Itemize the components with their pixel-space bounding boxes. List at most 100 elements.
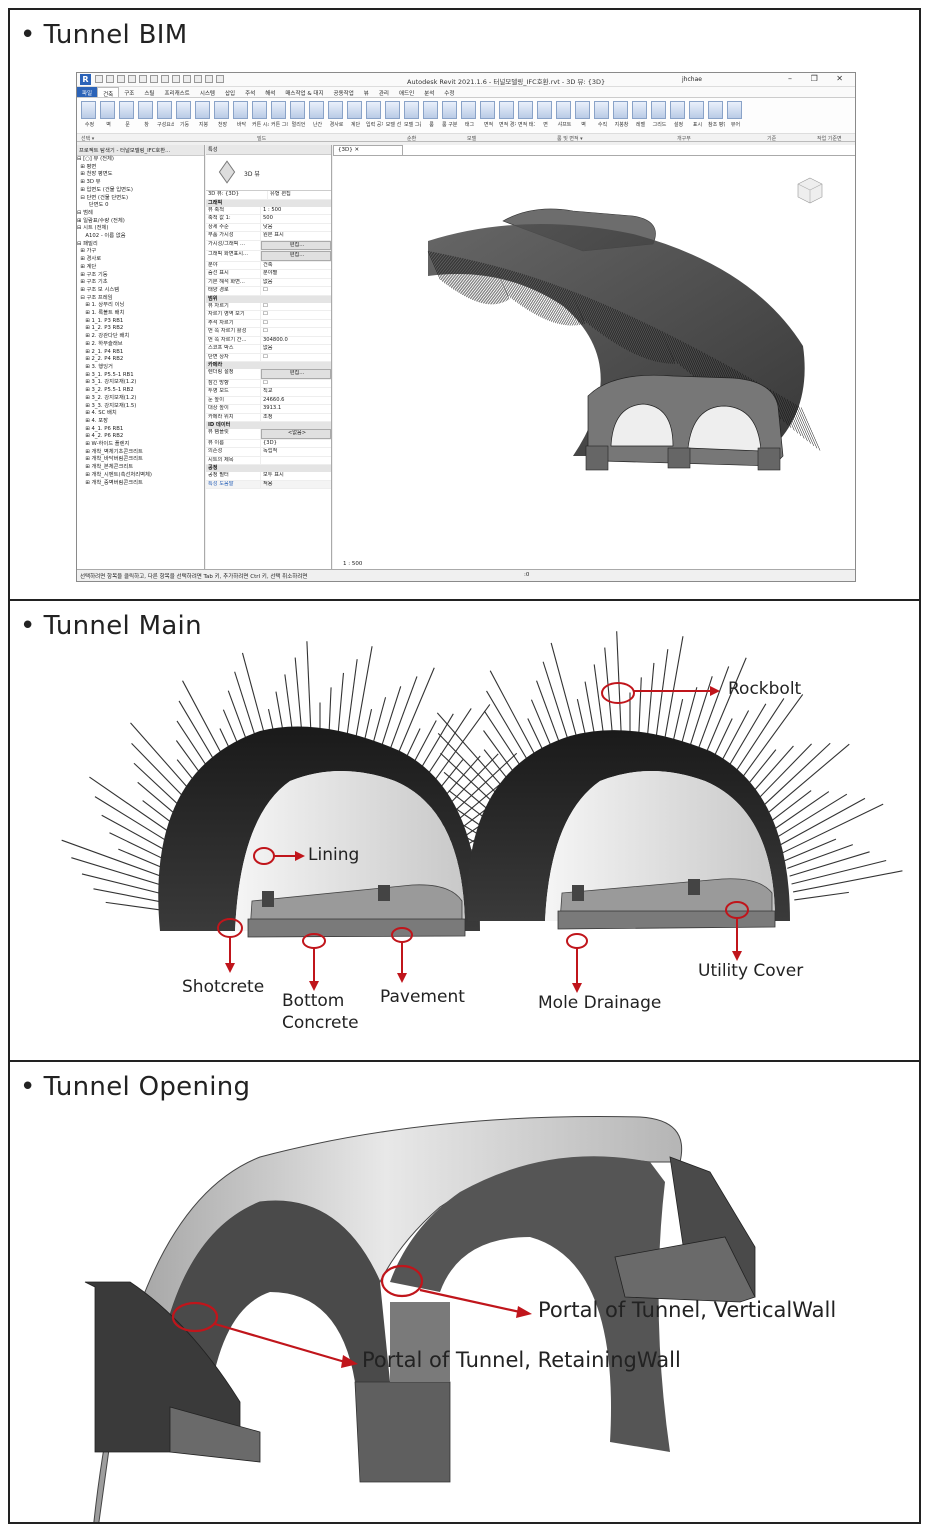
browser-node[interactable]: ⊞ 경사로 [77,256,102,263]
viewcube-icon[interactable] [795,175,825,205]
property-value[interactable]: ☐ [263,328,268,334]
view-scale[interactable]: 1 : 500 [343,561,363,567]
property-value[interactable]: 직교 [263,388,273,394]
ribbon-tool-icon[interactable] [366,101,381,119]
ribbon-tool-icon[interactable] [176,101,191,119]
property-value[interactable]: 낮음 [263,223,273,230]
browser-node[interactable]: ⊞ 3_3. 강지보재(1.5) [77,402,137,409]
ribbon-tool-icon[interactable] [138,101,153,119]
browser-node[interactable]: ⊞ 구조 기둥 [77,271,108,278]
property-section[interactable]: 그래픽 [206,199,331,207]
browser-node[interactable]: ⊞ 4. 포장 [77,417,109,424]
ribbon-tab[interactable]: 공동작업 [333,91,354,97]
property-value[interactable]: ☐ [263,287,268,293]
property-section[interactable]: 카메라 [206,362,331,369]
window-buttons[interactable]: – ❐ ✕ [788,74,851,83]
browser-node[interactable]: ⊟ 시트 (전체) [77,225,109,232]
property-value[interactable]: 304800.0 [263,336,288,343]
ribbon-tool-icon[interactable] [480,101,495,119]
ribbon-tab[interactable]: 시스템 [199,91,215,97]
ribbon-tool-icon[interactable] [404,101,419,119]
save-icon[interactable] [106,75,114,83]
ribbon-tool-icon[interactable] [613,101,628,119]
browser-node[interactable]: ⊞ 천장 평면도 [77,171,113,178]
property-value[interactable]: 없음 [263,278,273,285]
browser-node[interactable]: ⊞ 개착_중벽버림콘크리트 [77,479,143,486]
instance-selector[interactable]: 3D 뷰: {3D} [206,191,268,199]
ribbon-tool-icon[interactable] [309,101,324,119]
browser-node[interactable]: ⊞ 2_2. P4 RB2 [77,356,124,363]
browser-node[interactable]: ⊞ 3_1. 강지보재(1.2) [77,379,137,386]
property-value[interactable]: 편집... [261,251,331,261]
browser-node[interactable]: ⊟ [○] 뷰 (전체) [77,156,114,162]
ribbon-tab[interactable]: 분석 [424,91,435,97]
ribbon-tool-icon[interactable] [119,101,134,119]
browser-node[interactable]: ⊞ 4_2. P6 RB2 [77,433,124,440]
ribbon-tool-icon[interactable] [214,101,229,119]
ribbon-tab[interactable]: 해석 [265,91,276,97]
property-section[interactable]: 범위 [206,295,331,303]
ribbon-tool-icon[interactable] [233,101,248,119]
property-value[interactable]: 24660.6 [263,396,285,403]
browser-node[interactable]: ⊞ 3_1. P5.5-1 RB1 [77,371,134,378]
property-value[interactable]: ☐ [263,353,268,360]
property-value[interactable]: ☐ [263,302,268,309]
ribbon-tool-icon[interactable] [537,101,552,119]
browser-node[interactable]: ⊟ 범례 [77,209,93,216]
3d-view-canvas[interactable]: {3D} ✕ [333,145,855,569]
browser-node[interactable]: A102 - 이름 없음 [77,233,126,240]
ribbon-tool-icon[interactable] [290,101,305,119]
revit-logo-icon[interactable]: R [80,74,91,85]
ribbon-tool-icon[interactable] [461,101,476,119]
ribbon-tab[interactable]: 파일 [77,87,98,97]
browser-node[interactable]: ⊞ 2_1. P4 RB1 [77,348,124,355]
browser-node[interactable]: ⊞ 2. 강관다단 배치 [77,333,130,340]
ribbon-tool-icon[interactable] [252,101,267,119]
thin-lines-icon[interactable] [205,75,213,83]
browser-node[interactable]: ⊞ 일람표/수량 (전체) [77,217,125,224]
view-tab-3d[interactable]: {3D} ✕ [333,145,403,155]
ribbon-tool-icon[interactable] [442,101,457,119]
type-selector[interactable]: 3D 뷰 [206,155,331,191]
browser-node[interactable]: ⊞ 1. 상부리 이닝 [77,302,125,309]
browser-node[interactable]: ⊞ 계단 [77,263,97,270]
ribbon-tool-icon[interactable] [575,101,590,119]
ribbon-tool-icon[interactable] [81,101,96,119]
browser-node[interactable]: ⊞ 평면 [77,163,97,170]
default-3d-icon[interactable] [183,75,191,83]
ribbon-tab[interactable]: 프리캐스트 [164,91,190,97]
close-hidden-icon[interactable] [216,75,224,83]
browser-node[interactable]: ⊞ 입면도 (건물 입면도) [77,186,133,193]
ribbon-tool-icon[interactable] [157,101,172,119]
browser-node[interactable]: ⊞ 4_1. P6 RB1 [77,425,124,432]
browser-node[interactable]: ⊞ 3. 행잉거 [77,363,113,370]
ribbon-tab[interactable]: 애드인 [398,91,415,97]
property-value[interactable]: 3913.1 [263,405,282,411]
ribbon-tool-icon[interactable] [651,101,666,119]
property-value[interactable]: <없음> [261,429,331,439]
ribbon-tool-icon[interactable] [594,101,609,119]
selection-filter[interactable]: :0 [524,572,530,578]
section-icon[interactable] [194,75,202,83]
ribbon-tool-icon[interactable] [632,101,647,119]
ribbon-tab[interactable]: 관리 [378,91,389,97]
print-icon[interactable] [139,75,147,83]
property-value[interactable]: 조정 [263,413,273,420]
ribbon-tab[interactable]: 구조 [124,91,135,97]
browser-node[interactable]: ⊞ 1. 록볼트 배치 [77,310,125,317]
text-icon[interactable] [172,75,180,83]
browser-node[interactable]: ⊞ 3D 뷰 [77,179,101,186]
property-value[interactable]: 모두 표시 [263,472,284,478]
ribbon-tool-icon[interactable] [328,101,343,119]
browser-node[interactable]: ⊞ 개착_본체콘크리트 [77,464,134,471]
property-section[interactable]: 공정 [206,465,331,472]
browser-node[interactable]: ⊞ 가구 [77,248,97,255]
ribbon-tool-icon[interactable] [670,101,685,119]
ribbon-tool-icon[interactable] [385,101,400,119]
property-value[interactable]: 원본 표시 [263,232,284,238]
browser-node[interactable]: ⊞ 구조 보 시스템 [77,286,120,293]
browser-node[interactable]: ⊞ 2. 하부슬래브 [77,340,123,347]
ribbon-tab[interactable]: 주석 [245,91,256,97]
ribbon-tab[interactable]: 스틸 [144,91,155,97]
property-value[interactable]: 편집... [261,240,331,250]
